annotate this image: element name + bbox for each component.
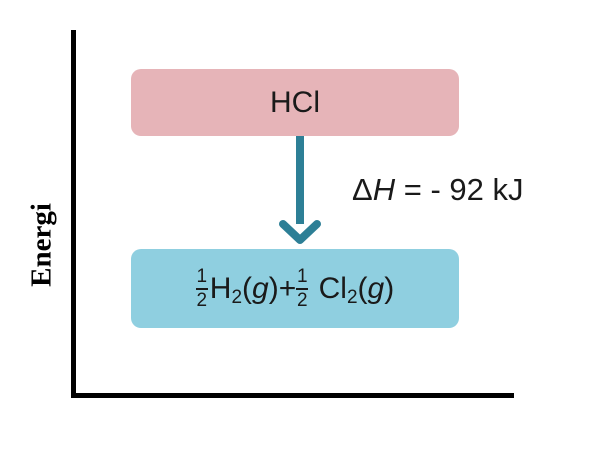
reactant-label: HCl (270, 85, 320, 119)
fraction-denominator: 2 (296, 289, 308, 311)
fraction-numerator: 1 (196, 265, 208, 287)
paren-open: ( (357, 271, 368, 305)
fraction-bar (296, 287, 309, 290)
chlorine-symbol: Cl (310, 271, 347, 305)
paren-open: ( (242, 271, 253, 305)
fraction-half-2: 1 2 (296, 265, 309, 311)
y-axis-label: Energi (25, 203, 58, 287)
delta-symbol: Δ (352, 172, 373, 207)
plus-sign: + (278, 271, 297, 305)
fraction-bar (195, 287, 208, 290)
energy-axis (71, 30, 76, 398)
paren-close: ) (384, 271, 395, 305)
enthalpy-value: = - 92 kJ (395, 172, 524, 207)
arrow-head (279, 220, 321, 244)
fraction-half-1: 1 2 (195, 265, 208, 311)
paren-close: ) (268, 271, 279, 305)
chlorine-state: g (367, 271, 385, 305)
chlorine-subscript: 2 (346, 286, 358, 308)
reactant-box: HCl (131, 69, 459, 136)
fraction-denominator: 2 (196, 289, 208, 311)
hydrogen-state: g (252, 271, 269, 305)
hydrogen-symbol: H (209, 271, 232, 305)
reaction-arrow-icon (279, 136, 321, 244)
enthalpy-symbol: H (372, 172, 396, 207)
hydrogen-subscript: 2 (231, 286, 243, 308)
horizontal-axis (71, 393, 514, 398)
fraction-numerator: 1 (296, 265, 308, 287)
enthalpy-label: ΔH = - 92 kJ (352, 172, 523, 208)
